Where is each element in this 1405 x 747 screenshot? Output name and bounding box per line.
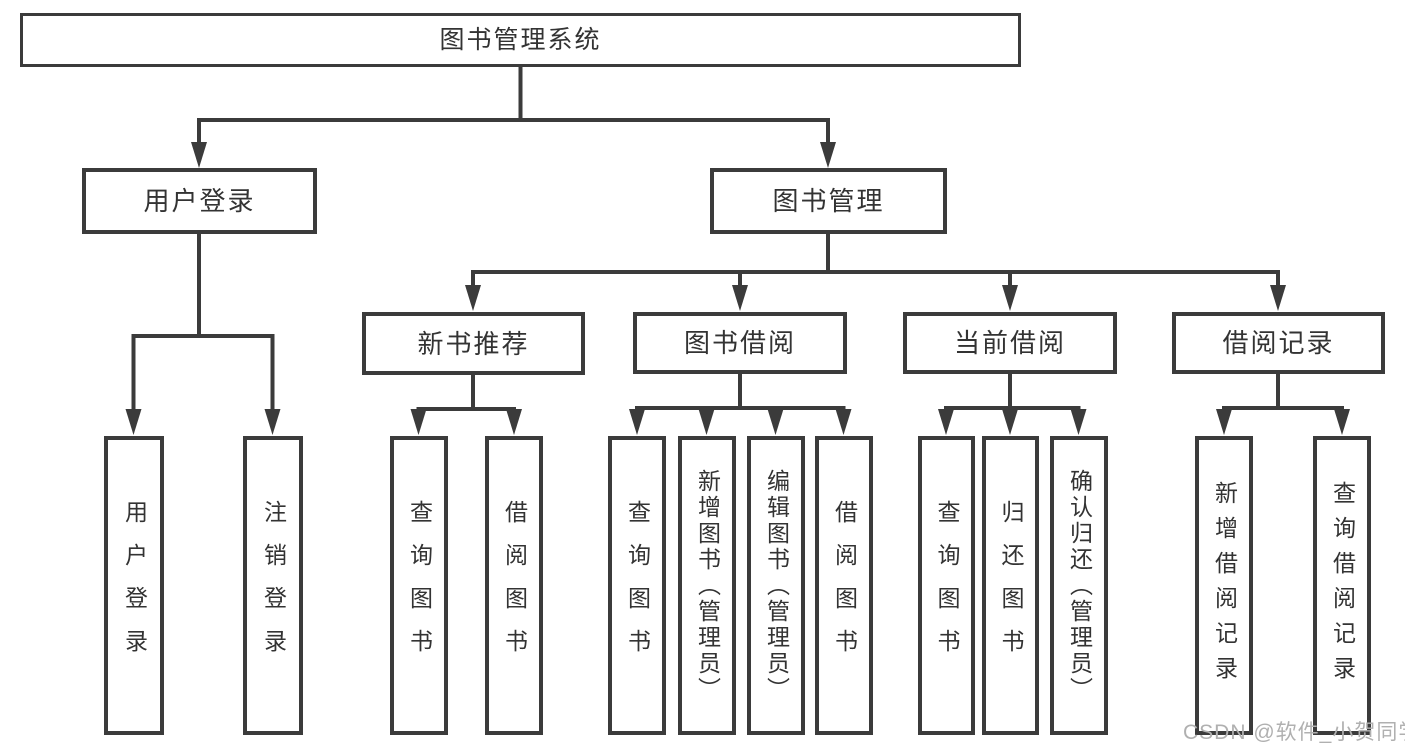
leaf-user-login-label: 用户登录 <box>121 499 148 672</box>
leaf-logout: 注销登录 <box>243 436 303 735</box>
leaf-logout-label: 注销登录 <box>260 499 287 672</box>
leaf-add-book-admin: 新增图书（管理员） <box>678 436 736 735</box>
leaf-add-borrow-record: 新增借阅记录 <box>1195 436 1253 735</box>
leaf-newbook-query-label: 查询图书 <box>406 499 433 672</box>
leaf-newbook-borrow: 借阅图书 <box>485 436 543 735</box>
node-user-login: 用户登录 <box>82 168 317 234</box>
leaf-add-borrow-record-label: 新增借阅记录 <box>1211 480 1238 691</box>
node-root-system: 图书管理系统 <box>20 13 1021 67</box>
leaf-return-book: 归还图书 <box>982 436 1039 735</box>
connector-book-borrow-to-leaves <box>635 374 846 418</box>
leaf-borrow-query-label: 查询图书 <box>624 499 651 672</box>
connector-book-mgmt-to-level3 <box>471 234 1280 292</box>
leaf-borrow-query: 查询图书 <box>608 436 666 735</box>
connector-new-book-to-leaves <box>416 375 516 418</box>
leaf-newbook-borrow-label: 借阅图书 <box>501 499 528 672</box>
node-new-book-rec-label: 新书推荐 <box>417 328 530 359</box>
node-new-book-rec: 新书推荐 <box>362 312 585 375</box>
leaf-add-book-admin-label: 新增图书（管理员） <box>694 468 721 703</box>
node-user-login-label: 用户登录 <box>143 186 256 216</box>
leaf-edit-book-admin-label: 编辑图书（管理员） <box>763 468 790 703</box>
leaf-borrow-book-label: 借阅图书 <box>831 499 858 672</box>
node-book-mgmt-label: 图书管理 <box>772 186 885 216</box>
arrowheads <box>125 142 1350 435</box>
node-borrow-records-label: 借阅记录 <box>1222 328 1335 358</box>
node-book-mgmt: 图书管理 <box>710 168 947 234</box>
leaf-query-borrow-record-label: 查询借阅记录 <box>1329 480 1356 691</box>
csdn-watermark: CSDN @软件_小贺同学 <box>1183 721 1405 744</box>
node-book-borrow-label: 图书借阅 <box>683 328 796 358</box>
leaf-edit-book-admin: 编辑图书（管理员） <box>747 436 805 735</box>
leaf-confirm-return-admin: 确认归还（管理员） <box>1050 436 1108 735</box>
leaf-query-borrow-record: 查询借阅记录 <box>1313 436 1371 735</box>
leaf-current-query: 查询图书 <box>918 436 975 735</box>
connector-root-to-level2 <box>197 67 830 146</box>
node-book-borrow: 图书借阅 <box>633 312 847 374</box>
leaf-borrow-book: 借阅图书 <box>815 436 873 735</box>
leaf-return-book-label: 归还图书 <box>998 499 1024 672</box>
leaf-current-query-label: 查询图书 <box>934 499 960 672</box>
leaf-newbook-query: 查询图书 <box>390 436 448 735</box>
connector-borrow-records-to-leaves <box>1222 374 1344 418</box>
node-current-borrow-label: 当前借阅 <box>953 328 1066 358</box>
leaf-user-login: 用户登录 <box>104 436 164 735</box>
node-borrow-records: 借阅记录 <box>1172 312 1385 374</box>
node-root-label: 图书管理系统 <box>439 25 602 54</box>
connector-user-login-to-leaves <box>131 234 275 414</box>
leaf-confirm-return-admin-label: 确认归还（管理员） <box>1066 468 1093 703</box>
node-current-borrow: 当前借阅 <box>903 312 1117 374</box>
